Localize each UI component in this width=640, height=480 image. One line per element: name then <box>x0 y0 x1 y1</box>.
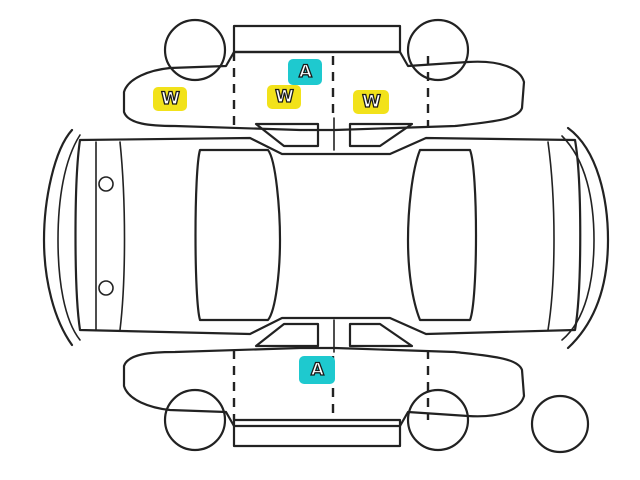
windshield-outline <box>194 148 282 322</box>
marker-label: A <box>310 359 325 380</box>
right-side-body-outline <box>122 346 526 428</box>
marker-label: W <box>160 88 180 109</box>
a-marker-right-side-doors[interactable]: A <box>299 356 335 384</box>
left-side-view <box>122 18 526 151</box>
right-headlight <box>98 280 114 296</box>
right-side-view <box>122 319 526 452</box>
top-view <box>42 126 610 350</box>
rear-window-outline <box>406 148 478 322</box>
marker-label: W <box>361 91 381 112</box>
right-rear-wheel <box>406 388 470 452</box>
front-hood-edge <box>119 141 126 331</box>
rear-trunk-edge <box>547 141 555 331</box>
left-front-wheel <box>163 18 227 82</box>
marker-label: W <box>274 86 294 107</box>
w-marker-rear-left-door[interactable]: W <box>353 90 389 114</box>
front-bumper-outline <box>42 128 74 347</box>
right-rocker-panel <box>232 418 402 448</box>
left-front-door-window <box>254 122 320 148</box>
right-front-wheel <box>163 388 227 452</box>
right-rear-door-window <box>348 322 414 348</box>
marker-label: A <box>298 61 313 82</box>
w-marker-front-left-door[interactable]: W <box>267 85 301 109</box>
rear-bumper-outline <box>566 126 610 350</box>
front-bumper-inner <box>57 134 81 341</box>
w-marker-front-left-fender[interactable]: W <box>153 87 187 111</box>
roof-body-outline <box>74 136 582 336</box>
left-rear-wheel <box>406 18 470 82</box>
spare-tire-icon <box>530 394 590 454</box>
right-front-door-window <box>254 322 320 348</box>
left-headlight <box>98 176 114 192</box>
rear-bumper-inner <box>561 135 595 341</box>
left-side-body-outline <box>122 50 526 132</box>
left-rear-door-window <box>348 122 414 148</box>
a-marker-left-side-roof[interactable]: A <box>288 59 322 85</box>
left-rocker-panel <box>232 24 402 54</box>
